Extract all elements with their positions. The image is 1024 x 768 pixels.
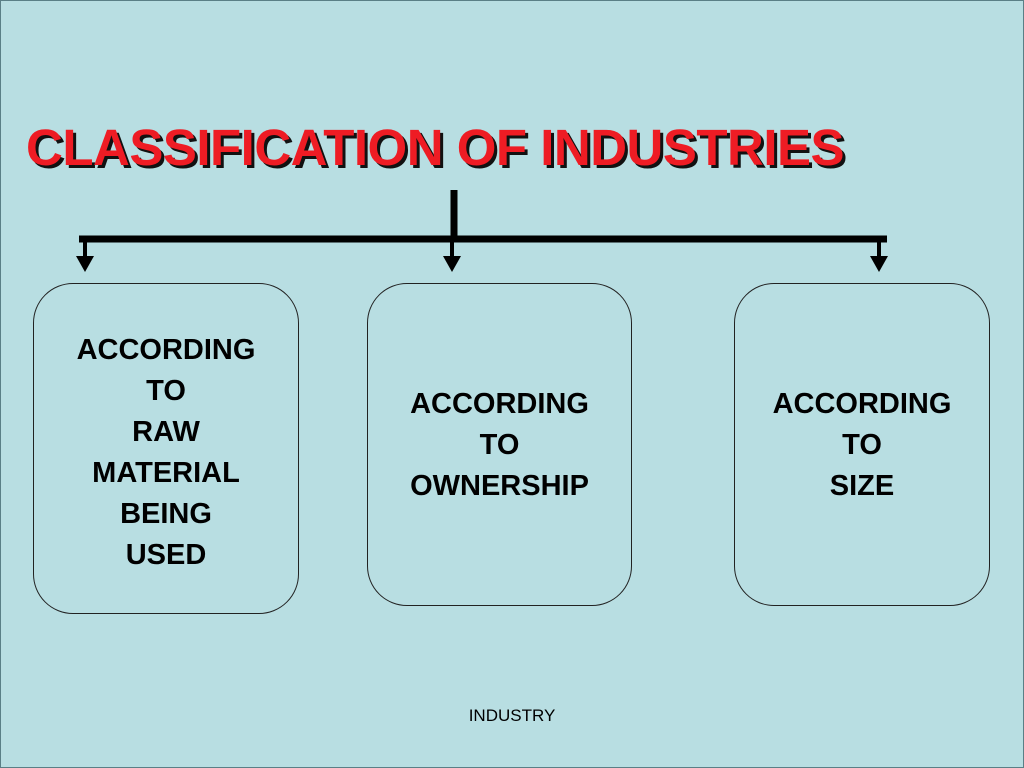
- edge-ownership-arrowhead: [443, 256, 461, 272]
- node-size-line: TO: [842, 429, 882, 461]
- node-size-line: ACCORDING: [772, 388, 952, 420]
- node-raw-line: BEING: [120, 498, 212, 530]
- node-ownership: ACCORDING TO OWNERSHIP: [367, 283, 632, 606]
- slide-footer: INDUSTRY: [468, 706, 556, 725]
- node-ownership-line: OWNERSHIP: [410, 470, 589, 502]
- node-raw-line: MATERIAL: [92, 457, 240, 489]
- node-size-line: SIZE: [829, 470, 895, 502]
- node-ownership-line: TO: [479, 429, 520, 461]
- node-raw-line: RAW: [132, 416, 200, 448]
- node-raw-line: TO: [146, 375, 186, 407]
- edge-raw-arrowhead: [76, 256, 94, 272]
- node-ownership-line: ACCORDING: [410, 388, 589, 420]
- node-size: ACCORDING TO SIZE: [734, 283, 990, 606]
- node-raw-line: ACCORDING: [76, 334, 256, 366]
- slide-title: CLASSIFICATION OF INDUSTRIES: [26, 119, 845, 176]
- node-raw-material: ACCORDING TO RAW MATERIAL BEING USED: [33, 283, 299, 614]
- node-raw-line: USED: [125, 539, 207, 571]
- edge-size-arrowhead: [870, 256, 888, 272]
